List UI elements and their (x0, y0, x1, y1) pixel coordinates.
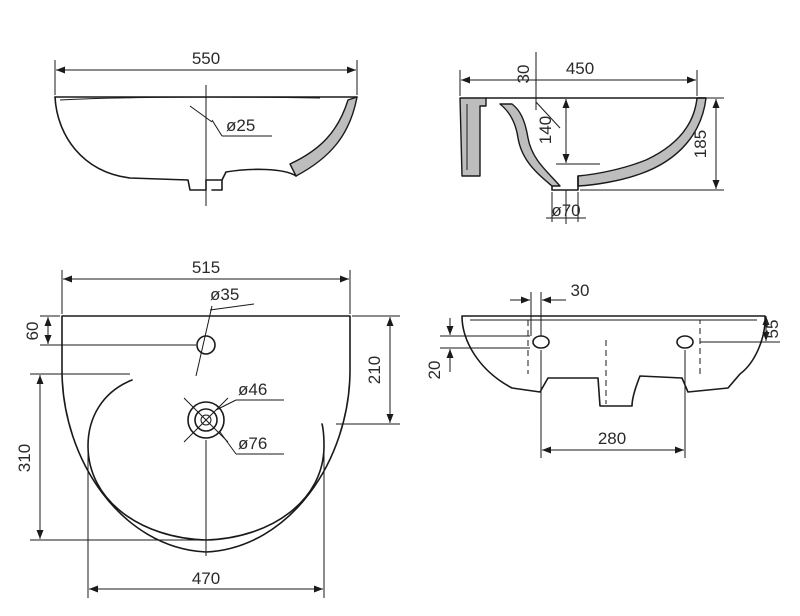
rear-hidden-contour (527, 319, 701, 404)
dim-label-470: 470 (192, 569, 220, 588)
top-view: 515 ø35 60 210 ø46 ø76 (15, 258, 400, 598)
dim-label-o70: ø70 (551, 201, 580, 220)
dim-front-inner-height (556, 99, 600, 165)
dim-front-depth (459, 70, 698, 96)
front-rim-section (577, 97, 707, 187)
side-section-view: 550 ø25 (54, 49, 358, 206)
dim-rear-mount-height (700, 316, 780, 343)
front-back-wall-section (459, 97, 487, 177)
dim-front-waste-outlet (546, 192, 586, 222)
tap-hole (195, 305, 216, 377)
dim-label-140: 140 (536, 116, 555, 144)
dim-side-waste-hole (211, 119, 272, 137)
dim-front-total-height (580, 97, 724, 191)
dim-label-o46: ø46 (238, 380, 267, 399)
dim-label-20: 20 (425, 361, 444, 380)
dim-label-30: 30 (514, 65, 533, 84)
dim-label-rear-30: 30 (571, 281, 590, 300)
dim-rear-mount-spacing (540, 350, 686, 458)
waste-drain (183, 397, 229, 443)
rear-mount-hole-right (676, 335, 694, 349)
dim-rear-mount-offset (510, 292, 566, 336)
dim-label-o25: ø25 (226, 116, 255, 135)
dim-label-55: 55 (763, 320, 782, 339)
dim-waste-inner (215, 399, 284, 411)
dim-label-280: 280 (598, 429, 626, 448)
dim-label-515: 515 (192, 258, 220, 277)
dim-rear-mount-drop (440, 318, 530, 372)
dim-waste-outer (219, 431, 284, 455)
dim-tap-offset (40, 315, 196, 346)
dim-label-o35: ø35 (210, 285, 239, 304)
dim-basin-offset (336, 315, 400, 425)
dim-basin-width (87, 446, 325, 598)
rear-view: 30 55 20 280 (425, 281, 782, 458)
dim-label-550: 550 (192, 49, 220, 68)
dim-label-310: 310 (15, 444, 34, 472)
dim-top-width (61, 270, 351, 314)
dim-label-210: 210 (365, 356, 384, 384)
front-bowl-section (499, 103, 561, 187)
dim-label-60: 60 (23, 322, 42, 341)
dim-label-450: 450 (566, 59, 594, 78)
dim-basin-depth (30, 373, 200, 541)
dim-label-185: 185 (691, 130, 710, 158)
dim-tap-hole (209, 303, 255, 311)
dim-label-o76: ø76 (238, 434, 267, 453)
dim-side-width (54, 60, 358, 95)
front-section-view: 30 450 140 185 ø70 (459, 52, 724, 224)
rear-mount-hole-left (532, 335, 550, 349)
rear-outline (461, 315, 766, 407)
